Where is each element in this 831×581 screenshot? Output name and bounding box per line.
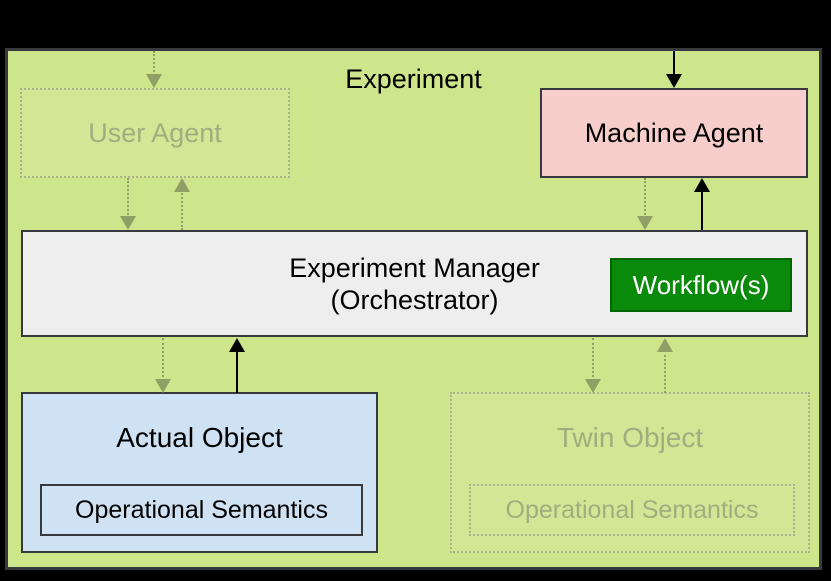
arrow-line bbox=[673, 51, 675, 76]
user-agent-label: User Agent bbox=[88, 117, 222, 148]
twin-operational-semantics-node: Operational Semantics bbox=[469, 484, 795, 536]
arrow-line bbox=[162, 338, 164, 381]
arrow-line bbox=[592, 338, 594, 381]
twin-object-node: Twin Object Operational Semantics bbox=[450, 392, 810, 553]
arrow-line bbox=[701, 190, 703, 230]
twin-object-label: Twin Object bbox=[556, 422, 704, 453]
actual-operational-semantics-node: Operational Semantics bbox=[40, 484, 363, 536]
arrowhead-down-icon bbox=[146, 74, 162, 88]
arrowhead-up-icon bbox=[657, 338, 673, 352]
actual-object-label: Actual Object bbox=[116, 422, 283, 453]
arrowhead-down-icon bbox=[666, 74, 682, 88]
arrowhead-down-icon bbox=[637, 216, 653, 230]
arrow-line bbox=[644, 178, 646, 218]
arrow-line bbox=[664, 350, 666, 393]
workflow-label: Workflow(s) bbox=[632, 269, 770, 300]
experiment-manager-label-line2: (Orchestrator) bbox=[330, 284, 499, 315]
experiment-manager-label-line1: Experiment Manager bbox=[289, 252, 540, 283]
arrow-line bbox=[181, 190, 183, 230]
arrow-line bbox=[127, 178, 129, 218]
arrowhead-up-icon bbox=[694, 178, 710, 192]
machine-agent-node: Machine Agent bbox=[540, 88, 808, 178]
arrowhead-up-icon bbox=[174, 178, 190, 192]
arrow-line bbox=[153, 51, 155, 76]
twin-operational-semantics-label: Operational Semantics bbox=[505, 495, 759, 524]
arrowhead-down-icon bbox=[585, 379, 601, 393]
arrowhead-up-icon bbox=[229, 338, 245, 352]
actual-object-node: Actual Object Operational Semantics bbox=[21, 392, 378, 553]
experiment-label: Experiment bbox=[345, 64, 482, 94]
workflow-node: Workflow(s) bbox=[610, 258, 792, 312]
user-agent-node: User Agent bbox=[20, 88, 290, 178]
actual-operational-semantics-label: Operational Semantics bbox=[75, 495, 328, 524]
arrowhead-down-icon bbox=[155, 379, 171, 393]
arrow-line bbox=[236, 350, 238, 393]
machine-agent-label: Machine Agent bbox=[584, 117, 764, 148]
arrowhead-down-icon bbox=[120, 216, 136, 230]
